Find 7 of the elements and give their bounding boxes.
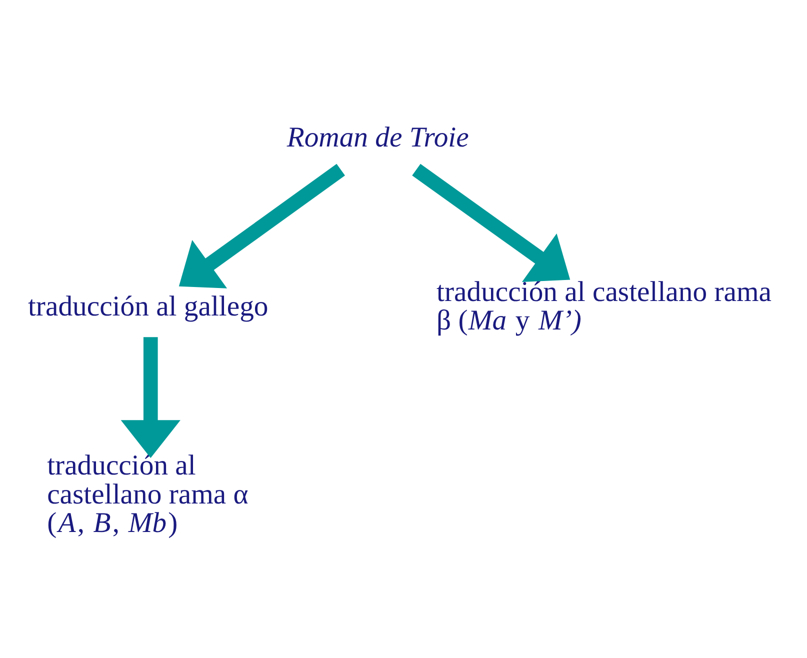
node-text: traducción al castellano rama β (Ma y M’) [436, 276, 772, 337]
node-text: Roman de Troie [286, 121, 469, 154]
node-text: traducción al gallego [28, 290, 268, 322]
arrow [412, 164, 570, 282]
arrow [120, 337, 180, 458]
arrow [178, 164, 345, 288]
node-text: traducción al castellano rama α (A, B, Mb) [47, 450, 248, 539]
